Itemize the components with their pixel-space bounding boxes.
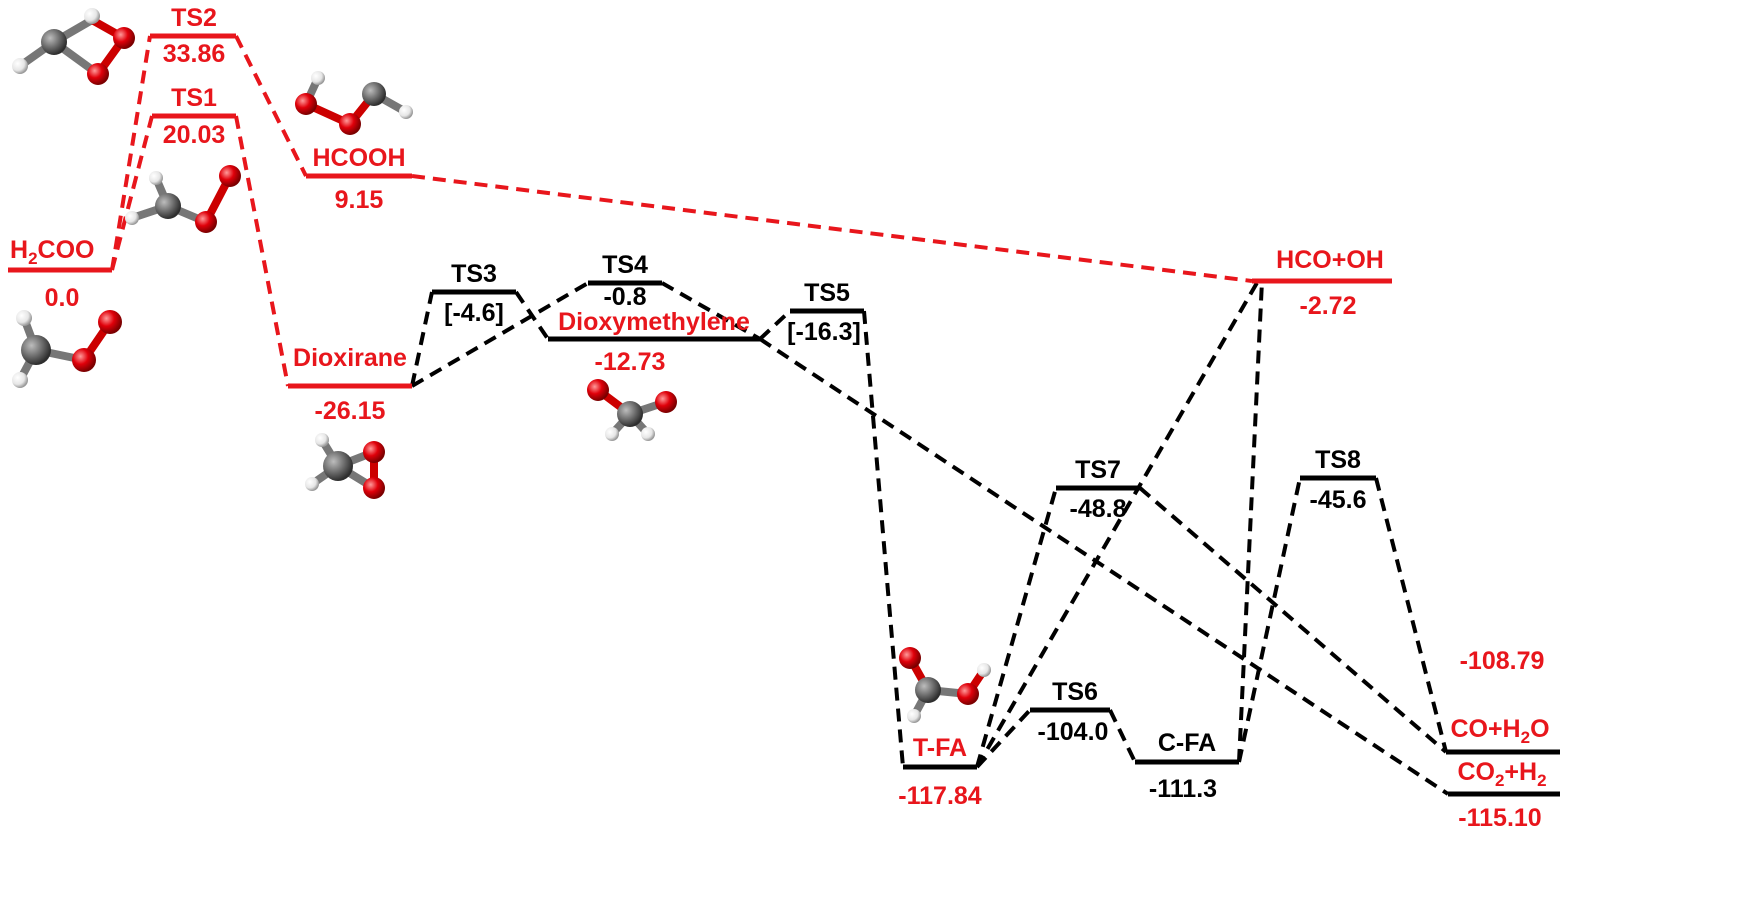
criegee-ts2-structure	[12, 8, 135, 85]
label-t-fa: T-FA	[913, 734, 967, 762]
dioxirane-structure	[305, 433, 385, 499]
value-ts4: -0.8	[603, 283, 646, 311]
label-ts8: TS8	[1315, 446, 1361, 474]
value-hcooh: 9.15	[335, 186, 384, 214]
value-co2-h2: -115.10	[1458, 804, 1541, 832]
criegee-ts1-structure	[125, 165, 241, 233]
value-hco-oh: -2.72	[1300, 292, 1357, 320]
label-ts7: TS7	[1075, 456, 1121, 484]
label-ts6: TS6	[1052, 678, 1098, 706]
value-co-h2o: -108.79	[1460, 647, 1545, 675]
h2coo-structure	[12, 310, 122, 388]
label-ts1: TS1	[171, 84, 217, 112]
value-c-fa: -111.3	[1149, 775, 1217, 803]
label-dioxirane: Dioxirane	[293, 344, 407, 372]
label-hco-oh: HCO+OH	[1276, 246, 1384, 274]
dioxymethylene-structure	[587, 379, 677, 441]
label-c-fa: C-FA	[1158, 729, 1216, 757]
black-connectors	[410, 279, 1450, 796]
label-ts2: TS2	[171, 4, 217, 32]
value-ts5: [-16.3]	[787, 318, 861, 346]
energy-levels	[8, 33, 1560, 797]
value-ts3: [-4.6]	[444, 299, 504, 327]
t-fa-structure	[899, 647, 991, 723]
value-ts6: -104.0	[1038, 718, 1109, 746]
label-ts4: TS4	[602, 251, 648, 279]
label-h2coo: H2COO	[10, 236, 94, 268]
value-ts7: -48.8	[1070, 495, 1127, 523]
value-dioxymethylene: -12.73	[595, 348, 666, 376]
value-dioxirane: -26.15	[315, 397, 386, 425]
red-connectors	[110, 35, 1253, 387]
label-ts5: TS5	[804, 279, 850, 307]
level-labels: H2COO 0.0 TS2 33.86 TS1 20.03 HCOOH 9.15…	[10, 4, 1550, 832]
hcooh-structure	[295, 71, 413, 135]
value-ts2: 33.86	[163, 40, 226, 68]
label-ts3: TS3	[451, 260, 497, 288]
value-t-fa: -117.84	[898, 782, 982, 810]
label-co-h2o: CO+H2O	[1450, 715, 1549, 747]
label-dioxymethylene: Dioxymethylene	[558, 308, 750, 336]
value-ts8: -45.6	[1310, 486, 1367, 514]
label-co2-h2: CO2+H2	[1457, 758, 1546, 790]
label-hcooh: HCOOH	[312, 144, 405, 172]
value-h2coo: 0.0	[45, 284, 80, 312]
value-ts1: 20.03	[163, 121, 226, 149]
